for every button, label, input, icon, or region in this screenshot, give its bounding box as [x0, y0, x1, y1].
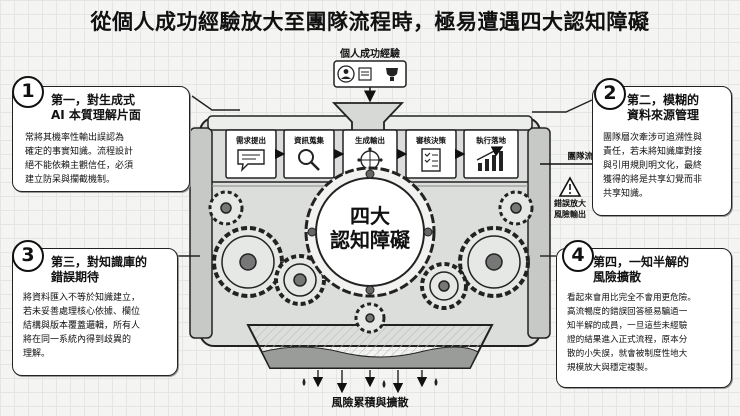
input-label: 個人成功經驗 — [340, 49, 400, 60]
stage-label-2: 資訊蒐集 — [294, 136, 324, 145]
card-1-title: 第一，對生成式 AI 本質理解片面 — [51, 93, 141, 122]
card-3-number: 3 — [12, 240, 44, 272]
page-title: 從個人成功經驗放大至團隊流程時，極易遭遇四大認知障礙 — [90, 10, 650, 34]
card-4-body: 看起來會用比完全不會用更危險。 高流暢度的錯誤回答極易騙過一 知半解的成員，一旦… — [567, 293, 696, 373]
checklist-icon — [421, 148, 441, 172]
card-4-title: 第四，一知半解的 風險擴散 — [593, 255, 690, 284]
warning-label: 錯誤放大 風險輸出 — [554, 199, 586, 219]
drops — [302, 378, 438, 388]
input-icon-box — [333, 60, 407, 88]
stage-label-1: 需求提出 — [236, 136, 266, 145]
gear-icon — [208, 190, 534, 334]
card-1-body: 常將其機率性輸出誤認為 確定的事實知識。流程設計 絕不能依賴主觀信任，必須 建立… — [25, 133, 134, 185]
card-4-number: 4 — [562, 240, 594, 272]
stage-label-5: 執行落地 — [476, 136, 506, 145]
bar-chart-icon — [476, 146, 504, 171]
search-icon — [298, 149, 320, 171]
connector-1 — [191, 95, 240, 111]
card-3-body: 將資料匯入不等於知識建立， 若未妥善處理核心依據、欄位 結構與版本覆蓋邏輯，所有… — [23, 293, 141, 359]
person-icon — [337, 65, 355, 83]
card-2-number: 2 — [594, 78, 626, 110]
request-icon — [237, 149, 265, 173]
center-label: 四大 認知障礙 — [330, 204, 410, 252]
card-4: 第四，一知半解的 風險擴散 看起來會用比完全不會用更危險。 高流暢度的錯誤回答極… — [556, 248, 732, 388]
stage-label-3: 生成輸出 — [355, 136, 385, 145]
document-icon — [358, 67, 372, 81]
connector-2 — [532, 99, 593, 113]
stage-label-4: 審核決策 — [416, 136, 446, 145]
card-1: 第一，對生成式 AI 本質理解片面 常將其機率性輸出誤認為 確定的事實知識。流程… — [12, 86, 190, 192]
drip-arrows — [312, 370, 428, 394]
card-3: 第三，對知識庫的 錯誤期待 將資料匯入不等於知識建立， 若未妥善處理核心依據、欄… — [12, 248, 178, 376]
card-2-title: 第二，模糊的 資料來源管理 — [627, 93, 700, 122]
bottom-label: 風險累積與擴散 — [331, 396, 409, 409]
card-1-number: 1 — [12, 76, 44, 108]
stage-boxes — [225, 129, 519, 179]
trophy-icon — [386, 68, 398, 77]
card-2-body: 團隊層次牽涉可追溯性與 責任，若未將知識庫對接 與引用規則明文化，最終 獲得的將… — [603, 133, 703, 199]
card-3-title: 第三，對知識庫的 錯誤期待 — [51, 255, 148, 284]
